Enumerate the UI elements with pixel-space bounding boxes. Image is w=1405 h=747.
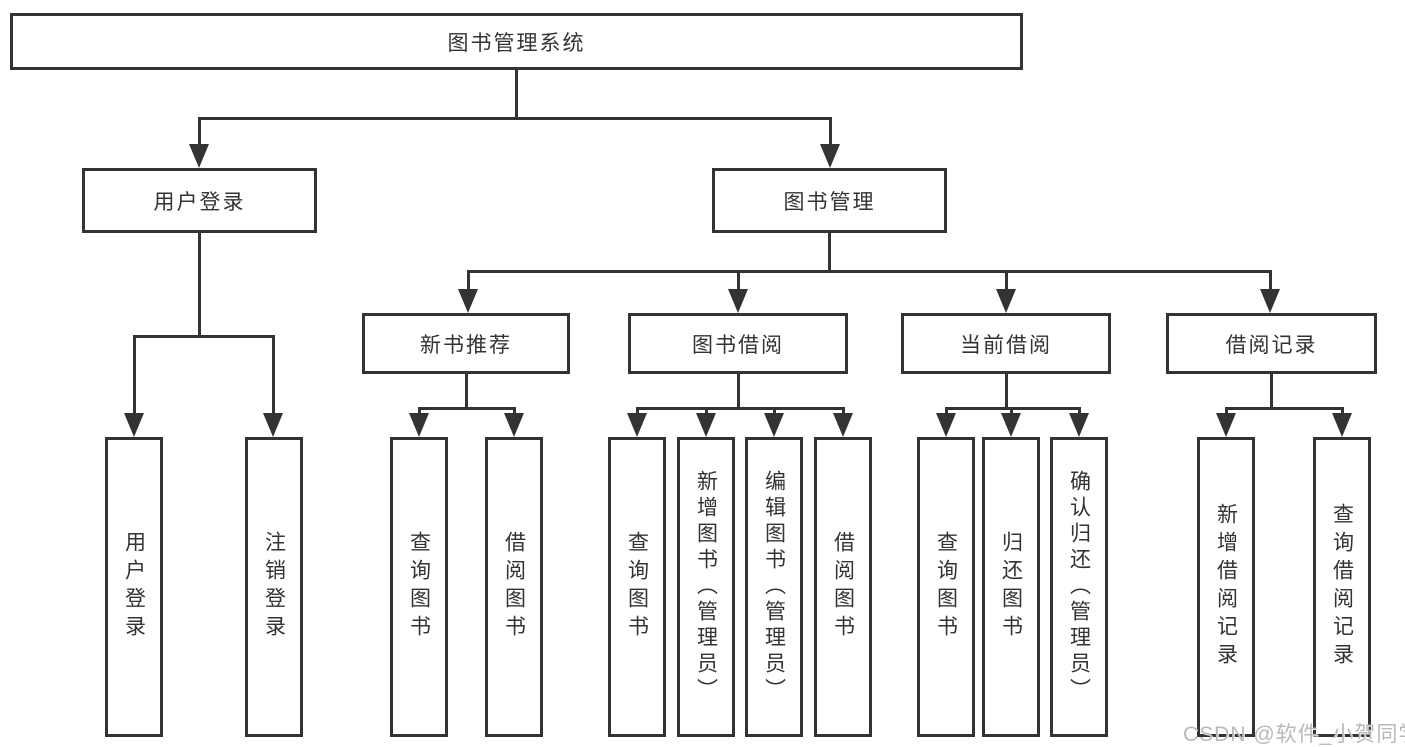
node-label: 图书管理 <box>783 190 876 214</box>
connector-line <box>133 335 275 338</box>
connector-line <box>1010 407 1013 417</box>
node-book-borrowing: 图书借阅 <box>628 313 848 374</box>
node-label: 查询借阅记录 <box>1330 503 1354 671</box>
node-book-management: 图书管理 <box>712 168 947 233</box>
node-new-book-recommendation: 新书推荐 <box>362 313 570 374</box>
arrow-down-icon <box>189 144 209 168</box>
connector-line <box>636 407 639 417</box>
node-label: 新增图书（管理员） <box>694 470 718 704</box>
arrow-down-icon <box>263 413 283 437</box>
node-label: 归还图书 <box>999 531 1023 643</box>
leaf-logout: 注销登录 <box>245 437 303 737</box>
arrow-down-icon <box>627 413 647 437</box>
arrow-down-icon <box>124 413 144 437</box>
node-label: 新书推荐 <box>420 333 512 357</box>
arrow-down-icon <box>833 413 853 437</box>
node-label: 查询图书 <box>934 531 958 643</box>
connector-line <box>515 70 518 119</box>
arrow-down-icon <box>409 413 429 437</box>
connector-line <box>418 407 516 410</box>
node-borrowing-records: 借阅记录 <box>1166 313 1377 374</box>
node-library-management-system: 图书管理系统 <box>10 13 1023 70</box>
connector-line <box>1005 270 1008 292</box>
connector-line <box>467 270 1272 273</box>
node-label: 图书管理系统 <box>447 31 586 55</box>
node-label: 当前借阅 <box>960 333 1052 357</box>
connector-line <box>1078 407 1081 417</box>
connector-line <box>465 374 468 410</box>
connector-line <box>467 270 470 292</box>
arrow-down-icon <box>996 289 1016 313</box>
node-label: 注销登录 <box>262 531 286 643</box>
arrow-down-icon <box>764 413 784 437</box>
connector-line <box>842 407 845 417</box>
connector-line <box>198 233 201 338</box>
arrow-down-icon <box>728 289 748 313</box>
connector-line <box>513 407 516 417</box>
arrow-down-icon <box>696 413 716 437</box>
leaf-query-books-recommend: 查询图书 <box>390 437 448 737</box>
node-label: 图书借阅 <box>692 333 784 357</box>
node-label: 新增借阅记录 <box>1214 503 1238 671</box>
connector-line <box>829 117 832 147</box>
connector-line <box>418 407 421 417</box>
connector-line <box>1341 407 1344 417</box>
arrow-down-icon <box>1260 289 1280 313</box>
connector-line <box>1225 407 1343 410</box>
connector-line <box>945 407 948 417</box>
node-current-borrowing: 当前借阅 <box>901 313 1111 374</box>
node-label: 查询图书 <box>625 531 649 643</box>
arrow-down-icon <box>936 413 956 437</box>
connector-line <box>1269 270 1272 292</box>
connector-line <box>198 117 201 147</box>
arrow-down-icon <box>1216 413 1236 437</box>
connector-line <box>198 117 832 120</box>
arrow-down-icon <box>1069 413 1089 437</box>
node-label: 借阅图书 <box>831 531 855 643</box>
connector-line <box>133 335 136 415</box>
leaf-query-borrow-record: 查询借阅记录 <box>1313 437 1371 737</box>
leaf-add-books-admin: 新增图书（管理员） <box>677 437 735 737</box>
connector-line <box>1270 374 1273 410</box>
leaf-query-books-current: 查询图书 <box>917 437 975 737</box>
leaf-confirm-return-admin: 确认归还（管理员） <box>1050 437 1108 737</box>
connector-line <box>272 335 275 415</box>
leaf-edit-books-admin: 编辑图书（管理员） <box>745 437 803 737</box>
arrow-down-icon <box>820 144 840 168</box>
connector-line <box>705 407 708 417</box>
arrow-down-icon <box>1001 413 1021 437</box>
connector-line <box>737 374 740 410</box>
leaf-query-books: 查询图书 <box>608 437 666 737</box>
node-label: 借阅记录 <box>1225 333 1318 357</box>
leaf-add-borrow-record: 新增借阅记录 <box>1197 437 1255 737</box>
leaf-return-books: 归还图书 <box>982 437 1040 737</box>
node-label: 编辑图书（管理员） <box>762 470 786 704</box>
connector-line <box>1225 407 1228 417</box>
node-label: 借阅图书 <box>502 531 526 643</box>
connector-line <box>636 407 844 410</box>
arrow-down-icon <box>1332 413 1352 437</box>
connector-line <box>773 407 776 417</box>
connector-line <box>828 233 831 272</box>
leaf-user-login: 用户登录 <box>105 437 163 737</box>
leaf-borrow-books: 借阅图书 <box>814 437 872 737</box>
watermark-text: CSDN @软件_小贺同学 <box>1183 723 1405 746</box>
node-label: 用户登录 <box>122 531 146 643</box>
node-label: 用户登录 <box>153 190 246 214</box>
connector-line <box>1005 374 1008 410</box>
node-label: 确认归还（管理员） <box>1067 470 1091 704</box>
node-user-login: 用户登录 <box>82 168 317 233</box>
arrow-down-icon <box>458 289 478 313</box>
connector-line <box>737 270 740 292</box>
arrow-down-icon <box>504 413 524 437</box>
node-label: 查询图书 <box>407 531 431 643</box>
leaf-borrow-books-recommend: 借阅图书 <box>485 437 543 737</box>
